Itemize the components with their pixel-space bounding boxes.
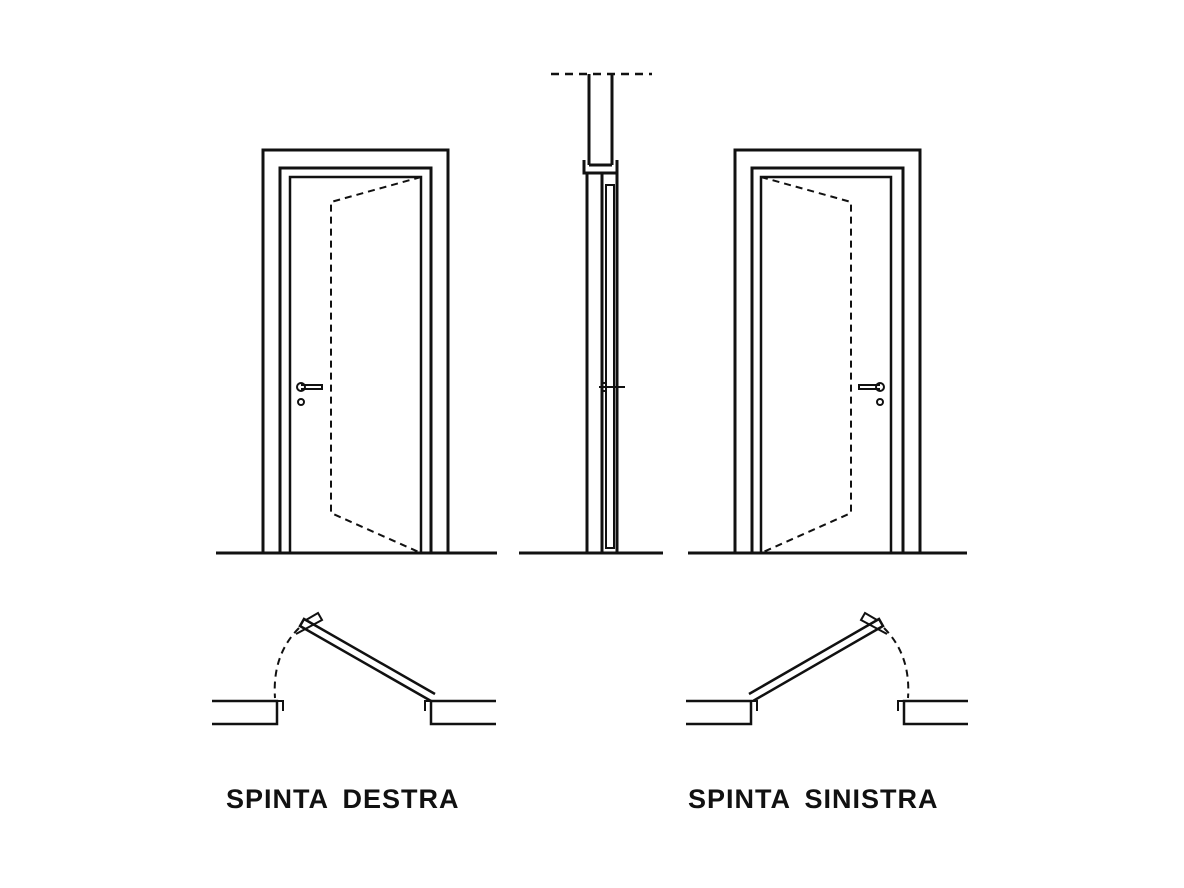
door-frame-inner <box>750 166 905 553</box>
swing-indicator-dashed <box>330 176 422 554</box>
label-left-push: SPINTA SINISTRA <box>688 784 939 814</box>
leaf-section <box>605 184 615 549</box>
wall-left <box>686 699 753 726</box>
jamb-stop-left <box>277 700 284 711</box>
plan-view-right-push <box>212 611 496 726</box>
wall-left <box>212 699 279 726</box>
door-leaf-plan <box>298 617 436 703</box>
door-section-view <box>519 72 663 555</box>
wall-section-top <box>587 74 614 165</box>
door-elevation-right-push <box>216 148 497 555</box>
door-handle-icon <box>296 382 323 406</box>
frame-section-left <box>585 173 604 553</box>
door-frame-inner <box>278 166 433 553</box>
door-frame-outer <box>261 148 450 553</box>
leaf-edge-stop <box>295 611 324 635</box>
swing-arc-dashed <box>273 627 300 699</box>
door-leaf <box>759 175 893 553</box>
jamb-stop-right <box>897 700 904 711</box>
wall-right <box>429 699 496 726</box>
leaf-edge-stop <box>859 611 888 635</box>
swing-indicator-dashed <box>760 176 852 554</box>
swing-arc-dashed <box>883 627 910 699</box>
door-leaf-plan <box>748 617 885 703</box>
door-handle-icon <box>858 382 885 406</box>
door-leaf <box>288 175 423 553</box>
plan-view-left-push <box>686 611 968 726</box>
wall-right <box>902 699 968 726</box>
door-elevation-left-push <box>688 148 967 555</box>
door-handle-icon <box>599 382 625 392</box>
door-frame-outer <box>733 148 922 553</box>
label-right-push: SPINTA DESTRA <box>226 784 460 814</box>
